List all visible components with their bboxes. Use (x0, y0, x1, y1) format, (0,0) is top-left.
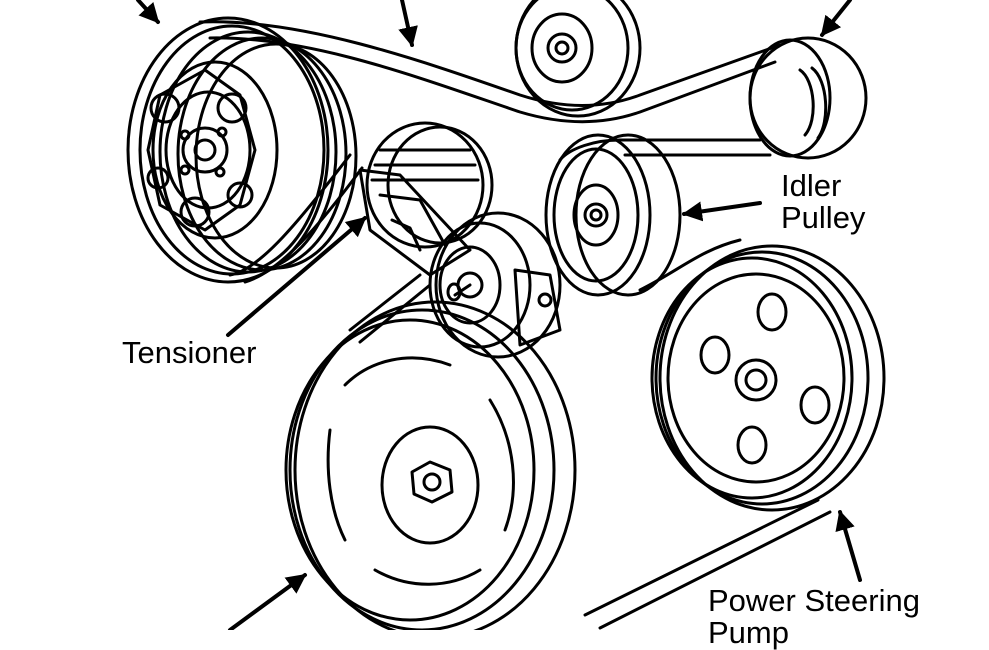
arrow-belt (398, 0, 418, 47)
tensioner-label: Tensioner (122, 335, 257, 370)
power-steering-label-line1: Power Steering (708, 583, 920, 618)
arrow-idler-pulley (682, 201, 762, 222)
belt-routing-diagram (126, 0, 886, 630)
power-steering-pump-label: Power Steering Pump (708, 585, 920, 649)
alternator-pulley (748, 36, 868, 160)
ac-compressor-pulley (126, 16, 358, 284)
idler-pulley-label-line1: Idler (781, 168, 842, 203)
power-steering-label-line2: Pump (708, 615, 789, 650)
idler-pulley-label-line2: Pulley (781, 200, 866, 235)
top-idler-pulley (514, 0, 642, 118)
serpentine-belt (198, 20, 832, 630)
arrow-alternator (820, 0, 852, 37)
idler-pulley-label: Idler Pulley (781, 170, 865, 234)
callout-arrows (136, 0, 862, 630)
arrow-power-steering (835, 510, 862, 582)
arrow-crankshaft (228, 573, 307, 630)
power-steering-pulley (650, 244, 886, 512)
crankshaft-pulley (284, 300, 577, 630)
arrow-tensioner (226, 216, 367, 337)
idler-pulley (544, 133, 682, 297)
arrow-ac-compressor (136, 0, 160, 24)
